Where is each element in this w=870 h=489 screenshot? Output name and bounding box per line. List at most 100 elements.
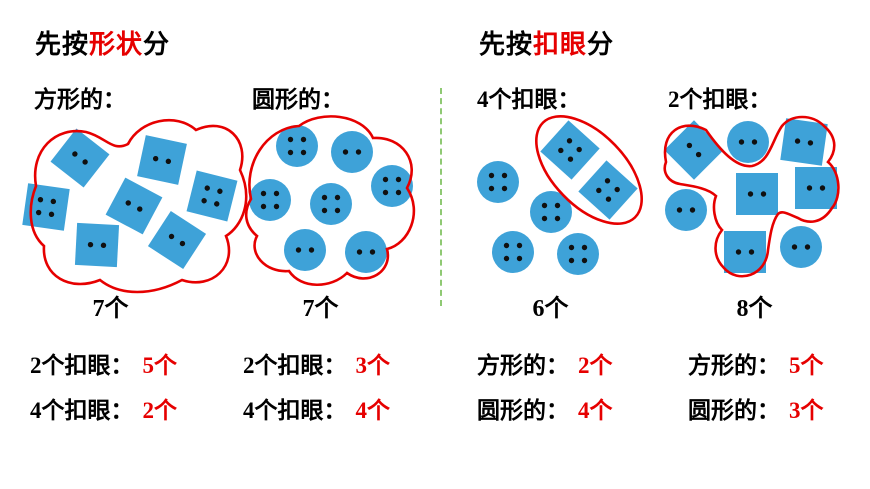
circle-shape [284, 229, 326, 271]
round-button [310, 183, 352, 225]
title-right-highlight: 扣眼 [533, 30, 588, 59]
buttonhole-dot [260, 190, 267, 197]
round-button [492, 231, 534, 273]
buttonhole-dot [382, 176, 389, 183]
buttonhole-dot [152, 155, 159, 162]
buttonhole-dot [82, 159, 88, 165]
circle-shape [345, 231, 387, 273]
square-button [724, 231, 766, 273]
divider-dashed-line [440, 88, 442, 306]
buttonhole-dot [541, 202, 548, 209]
circle-shape [557, 233, 599, 275]
buttonhole-dot [334, 207, 341, 214]
square-shape [105, 177, 163, 235]
buttonhole-dot [760, 191, 767, 197]
title-right: 先按扣眼分 [479, 24, 614, 61]
buttonhole-dot [382, 189, 389, 196]
square-shape [50, 128, 110, 188]
round-button [477, 161, 519, 203]
buttonhole-dot [581, 257, 588, 264]
square-button [22, 183, 70, 231]
square-button [736, 173, 778, 215]
buttonhole-dot [516, 255, 523, 262]
buttonhole-dot [369, 249, 376, 255]
buttonhole-dot [735, 249, 742, 255]
buttonhole-dot [501, 172, 508, 179]
stat-label: 2个扣眼： [243, 353, 347, 378]
stat-left-circles-2hole: 2个扣眼：3个 [243, 346, 390, 380]
round-button [249, 179, 291, 221]
buttonhole-dot [501, 185, 508, 192]
square-shape [795, 167, 837, 209]
round-button [371, 165, 413, 207]
round-button [284, 229, 326, 271]
square-button [50, 128, 110, 188]
round-button [331, 131, 373, 173]
stat-label: 2个扣眼： [30, 353, 134, 378]
stat-value: 5个 [142, 353, 178, 378]
square-shape [137, 135, 187, 185]
stat-value: 5个 [789, 353, 824, 378]
buttonhole-dot [596, 187, 602, 194]
title-right-prefix: 先按 [479, 30, 534, 59]
round-button [727, 121, 769, 163]
square-button [664, 120, 724, 180]
buttonhole-dot [738, 139, 745, 145]
count-right-2hole: 8个 [736, 296, 773, 322]
buttonhole-dot [179, 240, 186, 247]
group-label-2holes: 2个扣眼： [668, 87, 772, 112]
square-shape [74, 222, 120, 268]
square-shape [664, 120, 724, 180]
round-button [530, 191, 572, 233]
buttonhole-dot [50, 198, 57, 205]
buttonhole-dot [165, 158, 172, 165]
stat-label: 4个扣眼： [243, 398, 347, 423]
buttonhole-dot [566, 138, 573, 144]
stat-value: 4个 [355, 398, 391, 423]
title-left-highlight: 形状 [89, 30, 144, 59]
circle-shape [492, 231, 534, 273]
round-button [665, 189, 707, 231]
buttonhole-dot [751, 139, 758, 145]
buttonhole-dot [567, 156, 574, 162]
buttonhole-dot [568, 244, 575, 251]
stat-label: 圆形的： [477, 398, 569, 423]
buttonhole-dot [503, 242, 510, 249]
buttonhole-dot [554, 215, 561, 222]
buttonhole-dot [321, 207, 328, 214]
group-label-squares: 方形的： [34, 87, 126, 112]
buttonhole-dot [614, 186, 620, 193]
buttonhole-dot [342, 149, 349, 155]
stat-right-2hole-circles: 圆形的： 3个 [688, 391, 824, 425]
group-label-circles: 圆形的： [252, 87, 344, 112]
stat-label: 4个扣眼： [30, 398, 134, 423]
buttonhole-dot [488, 185, 495, 192]
square-button [105, 177, 163, 235]
group-label-4holes: 4个扣眼： [477, 87, 581, 112]
buttonhole-dot [260, 203, 267, 210]
buttonhole-dot [87, 241, 94, 248]
buttonhole-dot [695, 151, 702, 158]
square-shape [540, 120, 600, 180]
buttonhole-dot [287, 136, 294, 143]
stat-label: 圆形的： [688, 398, 780, 423]
buttonhole-dot [748, 249, 755, 255]
count-left-squares: 7个 [92, 296, 129, 322]
buttonhole-dot [204, 185, 210, 191]
buttonhole-dot [488, 172, 495, 179]
buttonhole-dot [355, 149, 362, 155]
square-shape [736, 173, 778, 215]
stat-value: 4个 [578, 398, 613, 423]
circle-shape [477, 161, 519, 203]
buttonhole-dot [273, 190, 280, 197]
stat-label: 方形的： [688, 353, 780, 378]
stat-right-4hole-squares: 方形的：2个 [477, 346, 613, 380]
buttonhole-dot [689, 207, 696, 213]
title-left: 先按形状分 [35, 24, 170, 61]
buttonhole-dot [503, 255, 510, 262]
buttonhole-dot [48, 211, 55, 218]
stat-value: 3个 [789, 398, 824, 423]
stat-value: 2个 [142, 398, 178, 423]
